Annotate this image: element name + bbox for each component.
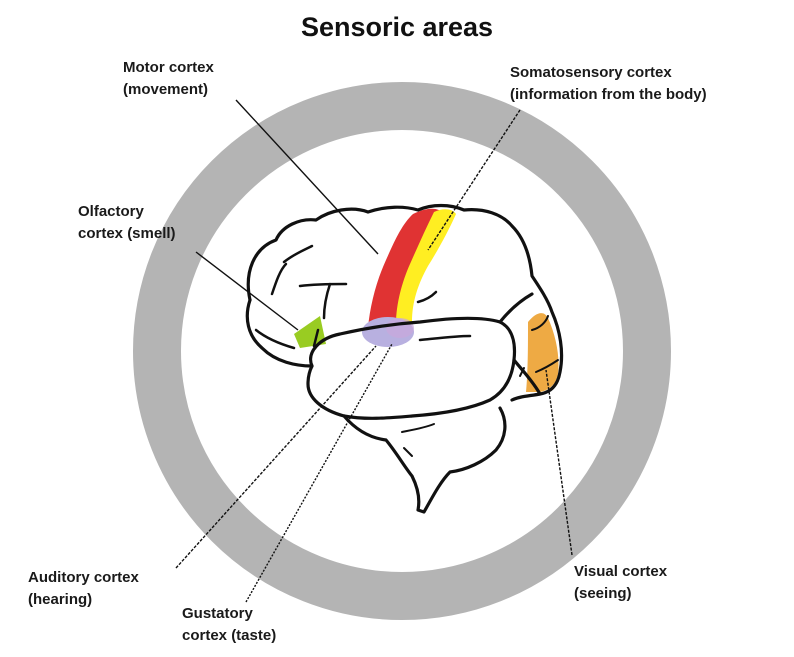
olfactory-cortex-function: cortex (smell) — [78, 225, 176, 242]
olfactory-cortex-region — [294, 316, 326, 348]
label-gustatory-cortex: Gustatory cortex (taste) — [182, 603, 276, 647]
motor-cortex-function: (movement) — [123, 81, 209, 98]
label-olfactory-cortex: Olfactory cortex (smell) — [78, 201, 176, 245]
somatosensory-cortex-name: Somatosensory cortex — [510, 64, 672, 81]
visual-cortex-function: (seeing) — [574, 585, 632, 602]
background-ring — [133, 82, 671, 620]
somatosensory-cortex-region — [396, 209, 456, 324]
diagram-title: Sensoric areas — [300, 12, 494, 42]
gustatory-cortex-function: cortex (taste) — [182, 627, 277, 644]
olfactory-cortex-name: Olfactory — [78, 203, 144, 220]
visual-cortex-pointer — [545, 369, 573, 556]
somatosensory-cortex-function: (information from the body) — [510, 86, 707, 103]
auditory-cortex-function: (hearing) — [28, 591, 93, 608]
gustatory-highlight — [386, 318, 414, 338]
label-auditory-cortex: Auditory cortex (hearing) — [28, 567, 139, 611]
visual-cortex-region — [526, 313, 559, 392]
gustatory-cortex-name: Gustatory — [182, 605, 253, 622]
auditory-cortex-name: Auditory cortex — [28, 569, 139, 586]
label-somatosensory-cortex: Somatosensory cortex (information from t… — [510, 62, 707, 106]
label-visual-cortex: Visual cortex (seeing) — [574, 561, 667, 605]
visual-cortex-name: Visual cortex — [574, 563, 668, 580]
label-motor-cortex: Motor cortex (movement) — [123, 57, 214, 101]
motor-cortex-pointer — [235, 99, 379, 255]
brain-outline — [245, 203, 564, 514]
auditory-cortex-pointer — [175, 345, 377, 569]
gustatory-cortex-pointer — [245, 343, 393, 603]
olfactory-cortex-pointer — [195, 251, 299, 331]
leader-lines — [175, 99, 573, 603]
somatosensory-cortex-pointer — [427, 109, 521, 251]
motor-cortex-name: Motor cortex — [123, 59, 214, 76]
